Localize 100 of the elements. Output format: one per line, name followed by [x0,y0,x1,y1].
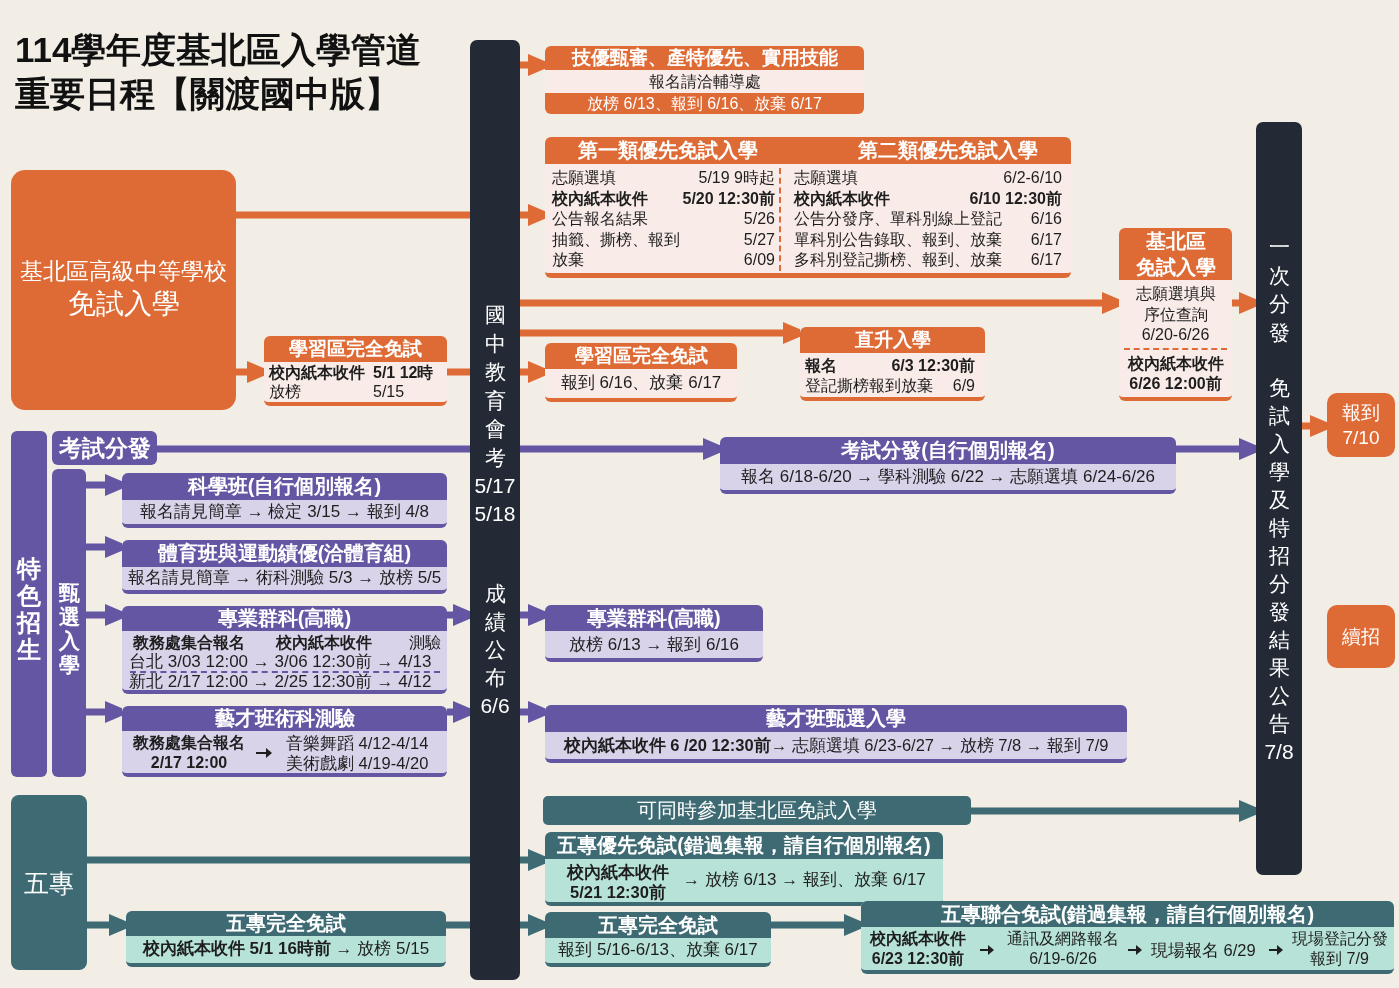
item-date: 5/20 12:30前 [682,188,775,209]
item-date: 6/16 [1030,209,1062,229]
schedule-card [545,137,778,278]
item-date: 5/19 9時起 [698,168,775,188]
connector-line [157,445,470,453]
schedule-text: 現場登記分發報到 7/9 [1290,929,1389,969]
date-label: 5/17 5/18 [473,473,517,527]
schedule-text: 音樂舞蹈 4/12-4/14 [286,733,429,753]
page-title: 114學年度基北區入學管道重要日程【關渡國中版】 [15,29,423,115]
schedule-card [861,901,1394,974]
category-bar: 特色招生 [11,431,47,777]
bar-label: 成績公布 [483,581,507,691]
item-date: 6/2-6/10 [1003,168,1062,188]
card-title: 五專完全免試 [126,911,446,936]
item-label: 志願選填 [552,168,616,188]
card-title: 五專聯合免試(錯過集報，請自行個別報名) [861,901,1394,927]
category-bar: 甄選入學 [52,469,86,777]
note-text: 報名請洽輔導處 [648,72,761,92]
schedule-text: 通訊及網路報名 6/19-6/26 [1006,929,1120,969]
schedule-card [720,437,1176,494]
card-title: 直升入學 [800,327,985,353]
schedule-card [545,605,763,662]
schedule-text: 放榜 6/13 → 報到 6/16 [568,634,740,656]
card-title: 專業群科(高職) [122,606,447,631]
item-label: 公告報名結果 [552,209,648,229]
item-date: 6/9 [952,376,975,396]
schedule-card [800,327,985,401]
schedule-card [545,832,943,906]
item-date: 6/20-6/26 [1141,325,1210,345]
schedule-card [545,705,1127,763]
schedule-text: 報名請見簡章 → 術科測驗 5/3 → 放榜 5/5 [127,568,442,588]
item-date: 5/27 [743,229,775,250]
schedule-card [122,706,447,777]
timeline-bar [1256,122,1302,875]
schedule-card [122,606,447,694]
timeline-bar [470,40,520,980]
step-box: 報到 7/10 [1327,393,1395,457]
schedule-text: 美術戲劇 4/19-4/20 [286,753,429,773]
schedule-card [122,473,447,528]
card-title: 學習區完全免試 [545,343,737,369]
item-label: 校內紙本收件 [269,363,365,382]
item-date: 6/17 [1030,250,1062,270]
item-date: 6/26 12:00前 [1129,374,1222,394]
column-heading: 測驗 [409,634,441,652]
item-label: 單科別公告錄取、報到、放棄 [794,229,1002,250]
connector-line [446,921,470,929]
category-box: 五專 [11,795,87,970]
step-box: 續招 [1327,605,1395,668]
schedule-text: 教務處集合報名 2/17 12:00 [132,733,246,773]
schedule-text: 現場報名 6/29 [1151,940,1256,961]
schedule-text: 報名 6/18-6/20 → 學科測驗 6/22 → 志願選填 6/24-6/26 [741,466,1155,488]
schedule-card [545,912,771,967]
schedule-text: 校內紙本收件 5/21 12:30前 [565,862,670,902]
item-label: 報名 [805,356,837,376]
category-title: 免試入學 [67,287,180,321]
item-date: 5/26 [743,209,775,229]
category-box [11,170,236,410]
item-date: 6/17 [1030,229,1062,250]
schedule-card [264,336,447,406]
item-date: 6/10 12:30前 [969,188,1062,209]
item-label: 多科別登記撕榜、報到、放棄 [794,250,1002,270]
item-label: 放榜 [269,382,301,401]
column-heading: 教務處集合報名 [133,634,245,652]
connector-line [236,211,470,219]
card-title: 基北區 [1119,228,1232,254]
schedule-text: 志願選填與序位查詢 [1134,284,1217,325]
schedule-card [545,46,864,114]
bar-label: 國中教育會考 [483,302,507,471]
card-title: 技優甄審、產特優先、實用技能 [545,46,864,70]
schedule-text: 新北 2/17 12:00 → 2/25 12:30前 → 4/12 [129,673,432,690]
card-title: 學習區完全免試 [264,336,447,362]
card-title: 藝才班甄選入學 [545,705,1127,732]
date-label: 6/6 [480,693,510,719]
item-label: 校內紙本收件 [552,188,648,209]
item-label: 抽籤、撕榜、報到 [552,229,680,250]
note-banner: 可同時參加基北區免試入學 [543,796,971,825]
bar-label: 一次分發 [1267,234,1291,346]
schedule-card [126,911,446,967]
card-title: 藝才班術科測驗 [122,706,447,731]
category-title: 基北區高級中等學校 [20,258,227,284]
schedule-card [545,343,737,402]
item-label: 志願選填 [794,168,858,188]
card-title: 體育班與運動績優(洽體育組) [122,540,447,567]
item-label: 校內紙本收件 [794,188,890,209]
card-title: 科學班(自行個別報名) [122,473,447,500]
item-date: 5/15 [373,382,405,401]
schedule-text: 校內紙本收件 6 /20 12:30前→ 志願選填 6/23-6/27 → 放榜 7/8 → 報到 7/9 [563,735,1109,756]
item-date: 6/3 12:30前 [891,356,975,376]
column-heading: 校內紙本收件 [276,634,372,652]
schedule-text: → 放榜 6/13 → 報到、放棄 6/17 [683,869,926,891]
date-label: 7/8 [1264,739,1294,765]
schedule-card [1119,228,1232,401]
item-date: 5/1 12時 [373,363,434,382]
item-label: 校內紙本收件 [1127,354,1224,374]
schedule-text: 校內紙本收件 6/23 12:30前 [868,929,967,969]
schedule-card [778,137,1071,278]
item-label: 放棄 [552,250,584,270]
card-title: 五專完全免試 [545,912,771,938]
schedule-text: 報名請見簡章 → 檢定 3/15 → 報到 4/8 [139,502,430,522]
schedule-text: 台北 3/03 12:00 → 3/06 12:30前 → 4/13 [129,653,432,670]
